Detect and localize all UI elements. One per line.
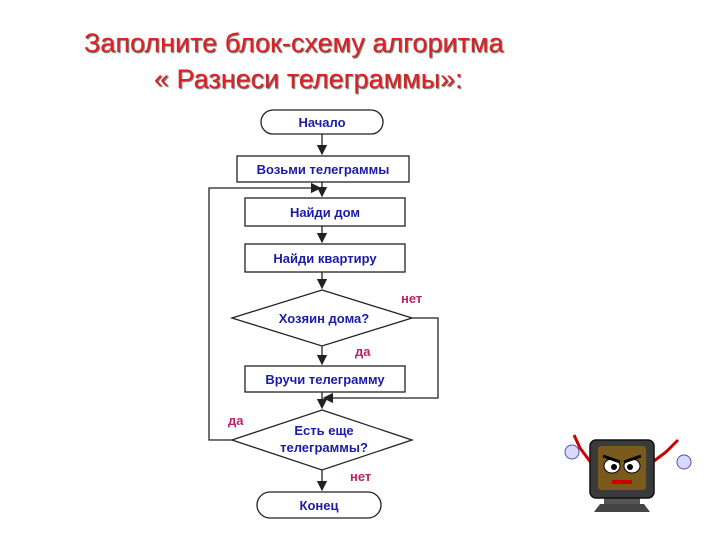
find-apartment-label: Найди квартиру xyxy=(273,251,377,266)
more-telegrams-label-1: Есть еще xyxy=(294,423,353,438)
find-apartment-box xyxy=(244,243,406,273)
deliver-box xyxy=(244,365,406,393)
owner-home-label: Хозяин дома? xyxy=(279,311,369,326)
title-line-1: Заполните блок-схему алгоритма xyxy=(84,28,504,58)
end-terminator xyxy=(256,491,382,519)
take-box xyxy=(236,155,410,183)
find-house-box xyxy=(244,197,406,227)
more-no-label: нет xyxy=(350,469,371,484)
deliver-label: Вручи телеграмму xyxy=(265,372,385,387)
edge-more-yes-loop xyxy=(208,182,322,441)
start-label: Начало xyxy=(298,115,345,130)
owner-yes-label: да xyxy=(355,344,371,359)
end-label: Конец xyxy=(300,498,339,513)
more-yes-label: да xyxy=(228,413,244,428)
edge-owner-no-bypass xyxy=(322,317,439,404)
find-house-label: Найди дом xyxy=(290,205,360,220)
more-telegrams-label-2: телеграммы? xyxy=(280,440,368,455)
title-line-2: « Разнеси телеграммы»: xyxy=(154,64,463,94)
computer-mascot-icon xyxy=(564,434,692,512)
take-label: Возьми телеграммы xyxy=(257,162,390,177)
owner-no-label: нет xyxy=(401,291,422,306)
